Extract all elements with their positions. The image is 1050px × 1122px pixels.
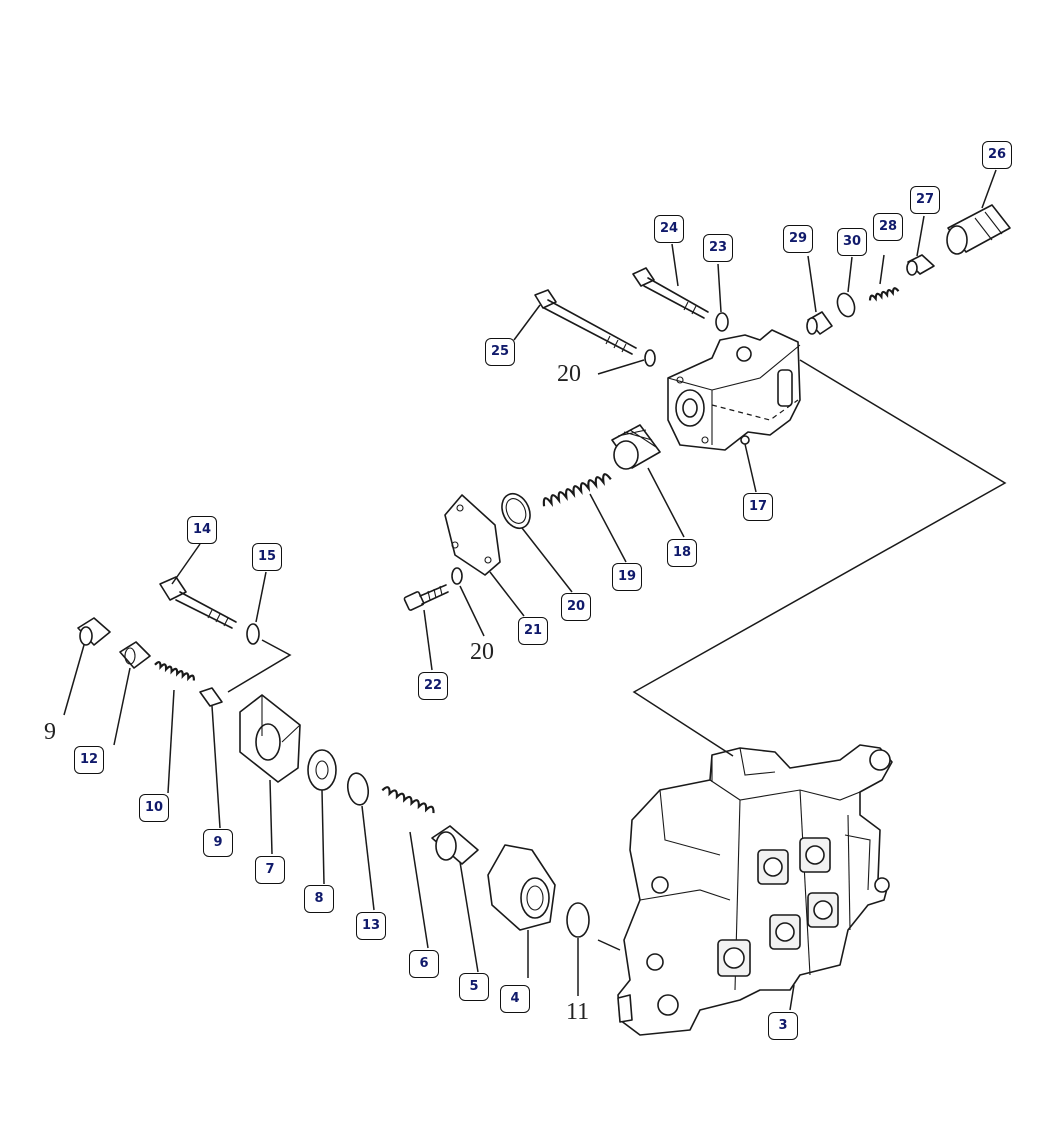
- label-11-plain: 11: [566, 999, 590, 1025]
- callout-22[interactable]: 22: [418, 672, 448, 700]
- assembly-leader-lower: [227, 639, 292, 693]
- callout-25[interactable]: 25: [485, 338, 515, 366]
- cover-plate-21: [444, 494, 501, 576]
- callout-28[interactable]: 28: [873, 213, 903, 241]
- plug-29: [806, 311, 833, 335]
- bolt-22: [403, 584, 449, 611]
- callout-12[interactable]: 12: [74, 746, 104, 774]
- main-valve-body: [617, 744, 893, 1036]
- label-9-plain: 9: [44, 719, 56, 745]
- callout-6[interactable]: 6: [409, 950, 439, 978]
- poppet-9: [199, 687, 223, 707]
- plug-nut-9: [77, 617, 111, 646]
- o-ring-20-middle: [501, 492, 531, 530]
- washer-20-upper: [644, 349, 656, 367]
- label-20-plain-upper: 20: [557, 361, 581, 387]
- callout-26[interactable]: 26: [982, 141, 1012, 169]
- callout-15[interactable]: 15: [252, 543, 282, 571]
- callout-30[interactable]: 30: [837, 228, 867, 256]
- callout-7[interactable]: 7: [255, 856, 285, 884]
- sleeve-18: [611, 424, 661, 470]
- callout-29[interactable]: 29: [783, 225, 813, 253]
- callout-13[interactable]: 13: [356, 912, 386, 940]
- callout-18[interactable]: 18: [667, 539, 697, 567]
- callout-8[interactable]: 8: [304, 885, 334, 913]
- o-ring-13: [346, 772, 370, 806]
- callout-14[interactable]: 14: [187, 516, 217, 544]
- callout-19[interactable]: 19: [612, 563, 642, 591]
- spring-6: [381, 786, 435, 814]
- washer-8: [307, 749, 337, 791]
- sleeve-5: [431, 825, 479, 865]
- washer-15: [246, 623, 260, 645]
- callout-20[interactable]: 20: [561, 593, 591, 621]
- assembly-leader-oring: [597, 939, 621, 951]
- flange-7: [239, 694, 301, 783]
- long-bolt-25: [534, 289, 637, 355]
- poppet-27: [906, 254, 935, 276]
- callout-9[interactable]: 9: [203, 829, 233, 857]
- plug-26: [946, 204, 1011, 255]
- callout-27[interactable]: 27: [910, 186, 940, 214]
- label-20-plain-lower: 20: [470, 639, 494, 665]
- nut-12: [119, 641, 151, 669]
- callout-24[interactable]: 24: [654, 215, 684, 243]
- spring-19: [542, 473, 612, 507]
- callout-3[interactable]: 3: [768, 1012, 798, 1040]
- spring-28: [868, 287, 900, 302]
- callout-5[interactable]: 5: [459, 973, 489, 1001]
- washer-23: [715, 312, 729, 332]
- o-ring-11: [566, 902, 590, 938]
- callout-17[interactable]: 17: [743, 493, 773, 521]
- relief-valve-block: [667, 329, 801, 451]
- callout-10[interactable]: 10: [139, 794, 169, 822]
- housing-4: [487, 844, 556, 931]
- spring-10: [154, 661, 195, 682]
- callout-4[interactable]: 4: [500, 985, 530, 1013]
- bolt-14: [159, 576, 237, 629]
- assembly-leader-upper: [632, 359, 1007, 757]
- bolt-24: [632, 267, 709, 319]
- callout-21[interactable]: 21: [518, 617, 548, 645]
- callout-23[interactable]: 23: [703, 234, 733, 262]
- callout-leaders: [63, 169, 997, 1011]
- washer-20-lower: [451, 567, 463, 585]
- o-ring-30: [836, 292, 856, 318]
